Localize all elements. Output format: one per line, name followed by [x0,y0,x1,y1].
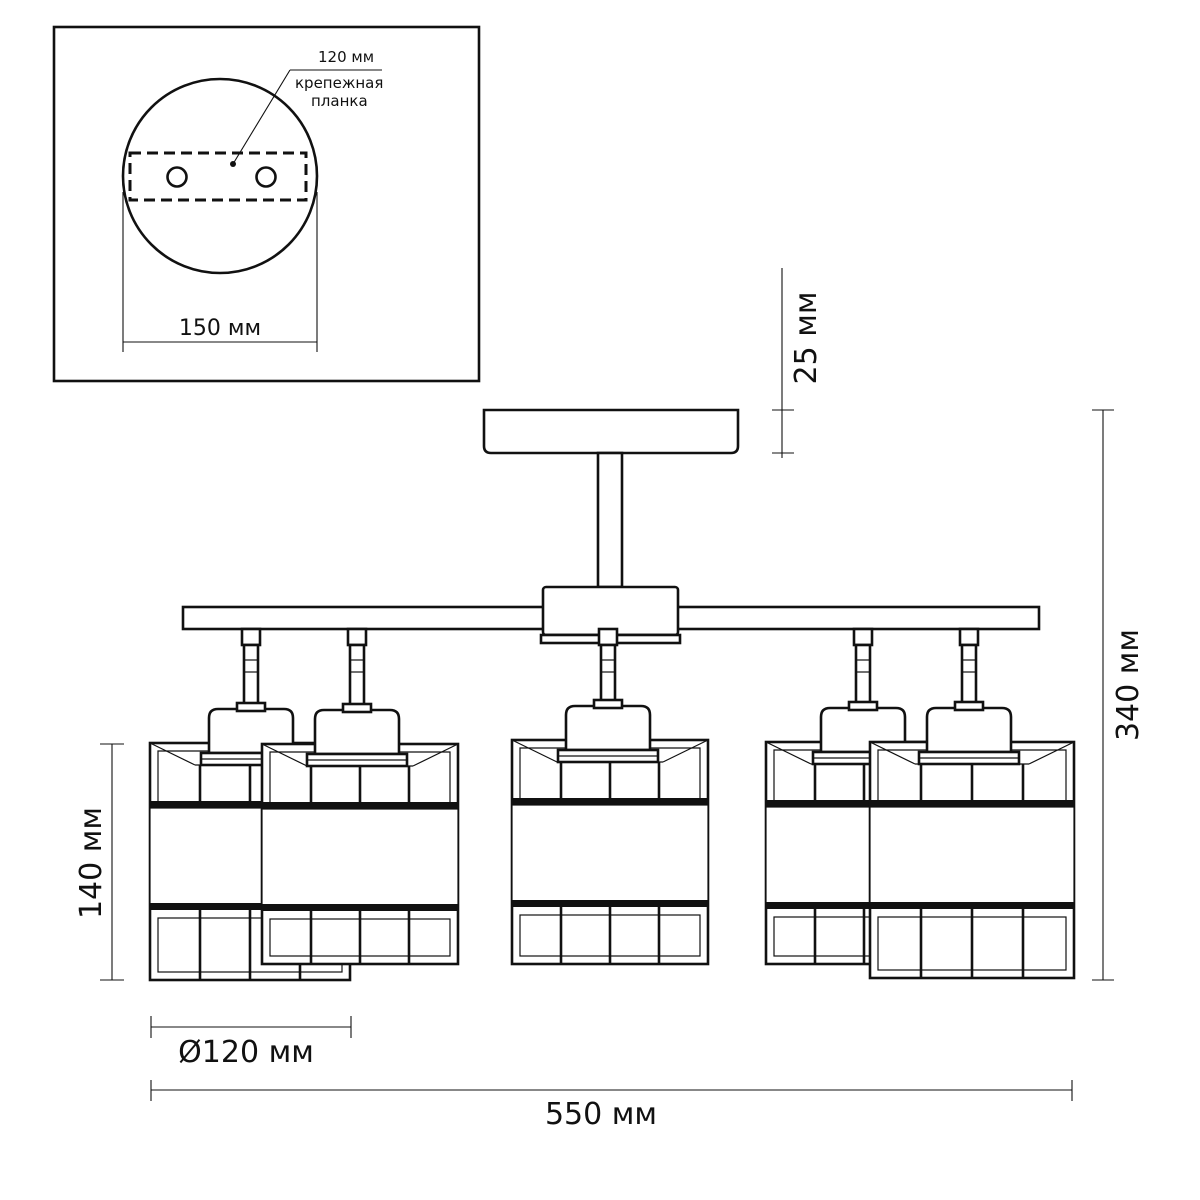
fabric-band [511,804,709,906]
socket-cup [925,706,1013,754]
shade-diameter-label: Ø120 мм [178,1035,314,1070]
socket-cup [564,704,652,752]
mount-inset: 120 мм крепежная планка 150 мм [52,25,481,383]
fabric-band [261,808,459,910]
lamp-5 [868,627,1076,980]
lamp-rod [242,643,260,707]
lamp-rod [960,643,978,707]
lamp-joint [240,627,262,647]
total-height-label: 340 мм [1111,629,1146,741]
inset-frame [52,25,481,383]
canopy-diameter-label: 150 мм [179,316,261,341]
leader-line [232,69,291,165]
lamp-rod [599,643,617,707]
lamp-rod [854,643,872,707]
lamp-rod [348,643,366,707]
plate-caption-1: крепежная [295,74,383,92]
lamp-joint [597,627,619,647]
dimensions: 25 мм 340 мм 140 мм Ø120 мм 550 мм [74,268,1146,1132]
lamp-3 [510,627,710,966]
lamp-2 [260,627,460,966]
lamp-joint [346,627,368,647]
fabric-band [869,806,1075,908]
ceiling-canopy [482,408,740,455]
shade-height-label: 140 мм [74,807,109,919]
total-width-label: 550 мм [545,1097,657,1132]
screw-hole-right [255,166,277,188]
plate-caption-2: планка [311,92,368,110]
socket-cup [207,707,295,755]
screw-hole-left [166,166,188,188]
fixture [181,408,1041,645]
lamps [148,627,1076,982]
lamp-joint [852,627,874,647]
lamp-joint [958,627,980,647]
socket-cup [313,708,401,756]
stem [596,451,624,589]
canopy-circle [121,77,319,275]
plate-length-label: 120 мм [318,48,374,66]
mounting-bar [128,151,308,202]
canopy-height-label: 25 мм [789,292,824,385]
